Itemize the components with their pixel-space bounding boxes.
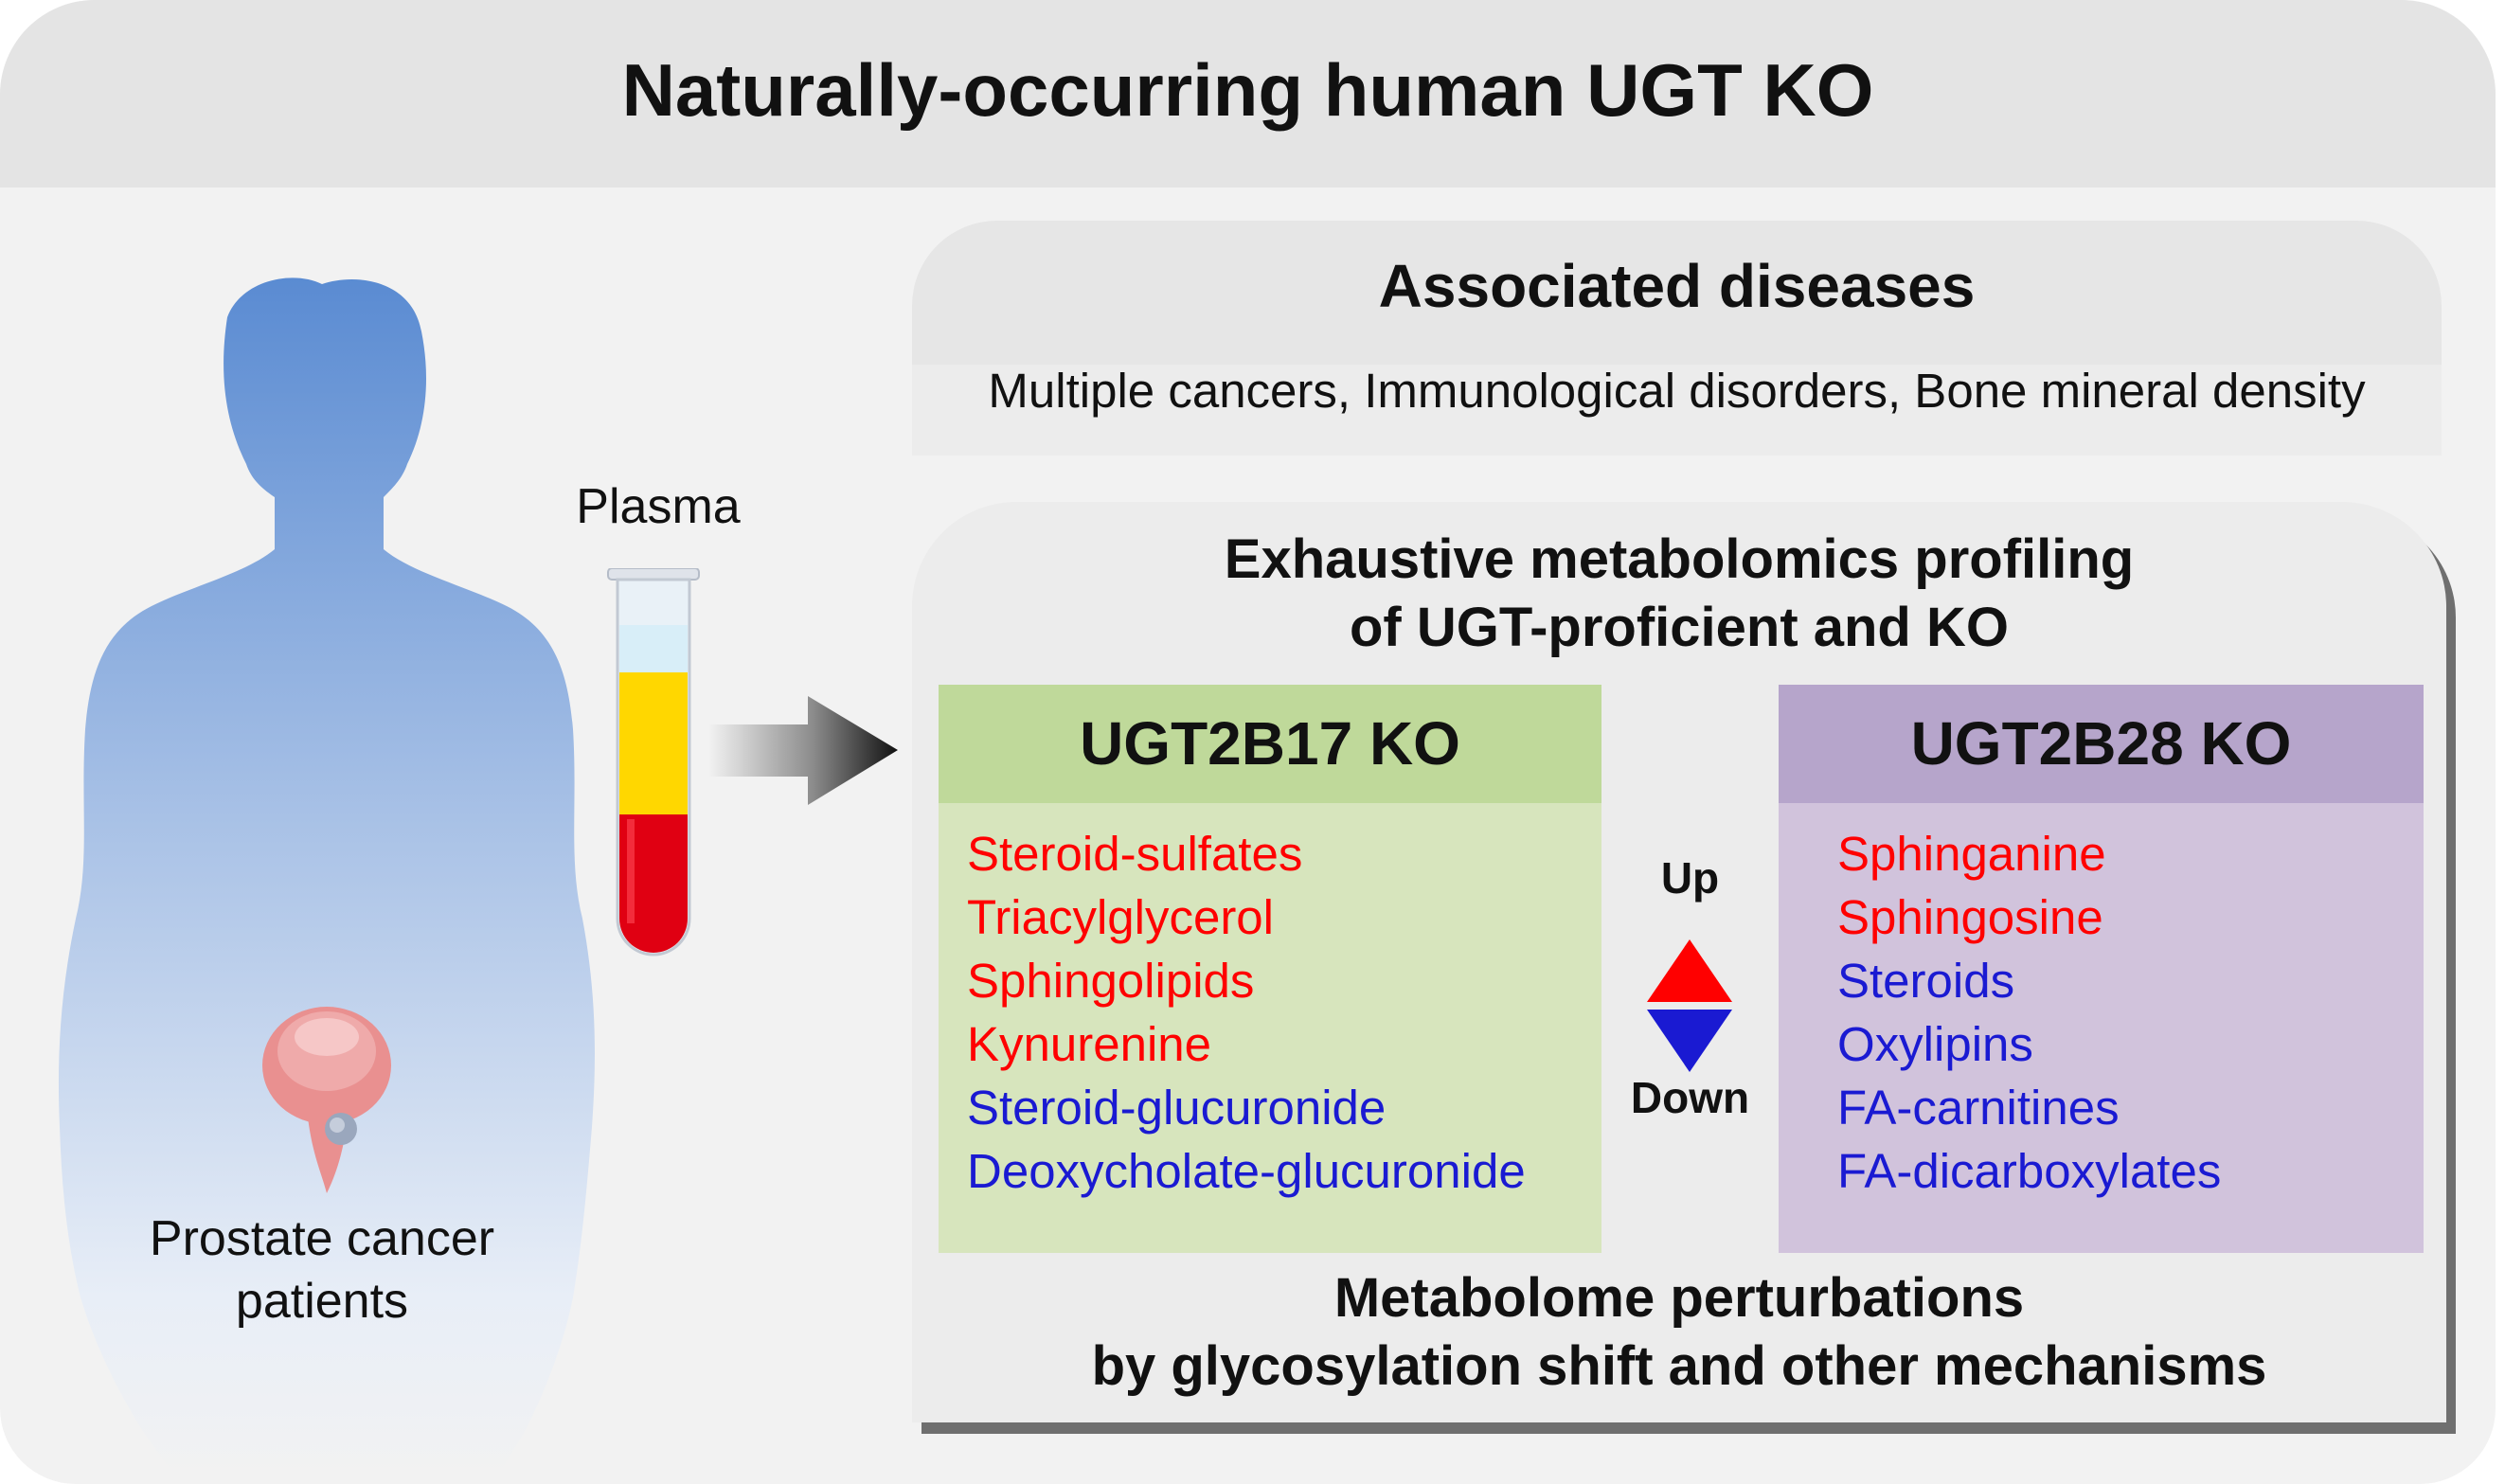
profiling-heading: Exhaustive metabolomics profiling of UGT… (912, 526, 2446, 662)
ugt2b17-item: Kynurenine (967, 1017, 1212, 1071)
ugt2b17-item: Steroid-sulfates (967, 827, 1303, 881)
profiling-footer-line2: by glycosylation shift and other mechani… (1091, 1335, 2267, 1397)
ugt2b28-item: FA-carnitines (1837, 1081, 2120, 1135)
associated-diseases-body (912, 365, 2442, 456)
right-arrow-icon (708, 696, 898, 805)
ugt2b28-item: Sphinganine (1837, 827, 2106, 881)
associated-diseases-text: Multiple cancers, Immunological disorder… (988, 364, 2366, 418)
ugt2b17-title: UGT2B17 KO (939, 685, 1601, 803)
up-triangle-icon (1647, 939, 1732, 1002)
blood-tube-icon (607, 568, 700, 957)
ugt2b28-item: Sphingosine (1837, 890, 2103, 944)
down-label: Down (1630, 1073, 1750, 1122)
associated-diseases-panel: Associated diseases Multiple cancers, Im… (912, 221, 2442, 456)
title-bar (0, 0, 2496, 188)
ugt2b17-item: Steroid-glucuronide (967, 1081, 1387, 1135)
up-down-legend (1647, 939, 1732, 1072)
ugt2b28-item: FA-dicarboxylates (1837, 1144, 2222, 1198)
profiling-heading-line2: of UGT-proficient and KO (1350, 597, 2009, 658)
ugt2b17-box: UGT2B17 KO Steroid-sulfates Triacylglyce… (939, 685, 1601, 1253)
ugt2b28-box: UGT2B28 KO Sphinganine Sphingosine Stero… (1779, 685, 2424, 1253)
ugt2b28-title: UGT2B28 KO (1779, 685, 2424, 803)
profiling-panel: Exhaustive metabolomics profiling of UGT… (912, 502, 2446, 1422)
ugt2b28-item: Oxylipins (1837, 1017, 2033, 1071)
page-title: Naturally-occurring human UGT KO (621, 48, 1874, 132)
ugt2b17-item: Deoxycholate-glucuronide (967, 1144, 1526, 1198)
ugt2b17-item: Triacylglycerol (967, 890, 1275, 944)
ugt2b28-list: Sphinganine Sphingosine Steroids Oxylipi… (1779, 803, 2424, 1203)
profiling-footer-line1: Metabolome perturbations (1333, 1267, 2025, 1329)
plasma-label: Plasma (576, 479, 741, 534)
up-label: Up (1660, 853, 1720, 903)
profiling-footer: Metabolome perturbations by glycosylatio… (912, 1264, 2446, 1401)
associated-diseases-heading: Associated diseases (1378, 252, 1976, 320)
ugt2b17-item: Sphingolipids (967, 954, 1255, 1008)
down-triangle-icon (1647, 1010, 1732, 1072)
prostate-icon (262, 1007, 391, 1193)
ugt2b28-item: Steroids (1837, 954, 2015, 1008)
ugt2b17-list: Steroid-sulfates Triacylglycerol Sphingo… (939, 803, 1601, 1203)
human-silhouette-icon (58, 277, 595, 1477)
profiling-heading-line1: Exhaustive metabolomics profiling (1224, 528, 2135, 590)
